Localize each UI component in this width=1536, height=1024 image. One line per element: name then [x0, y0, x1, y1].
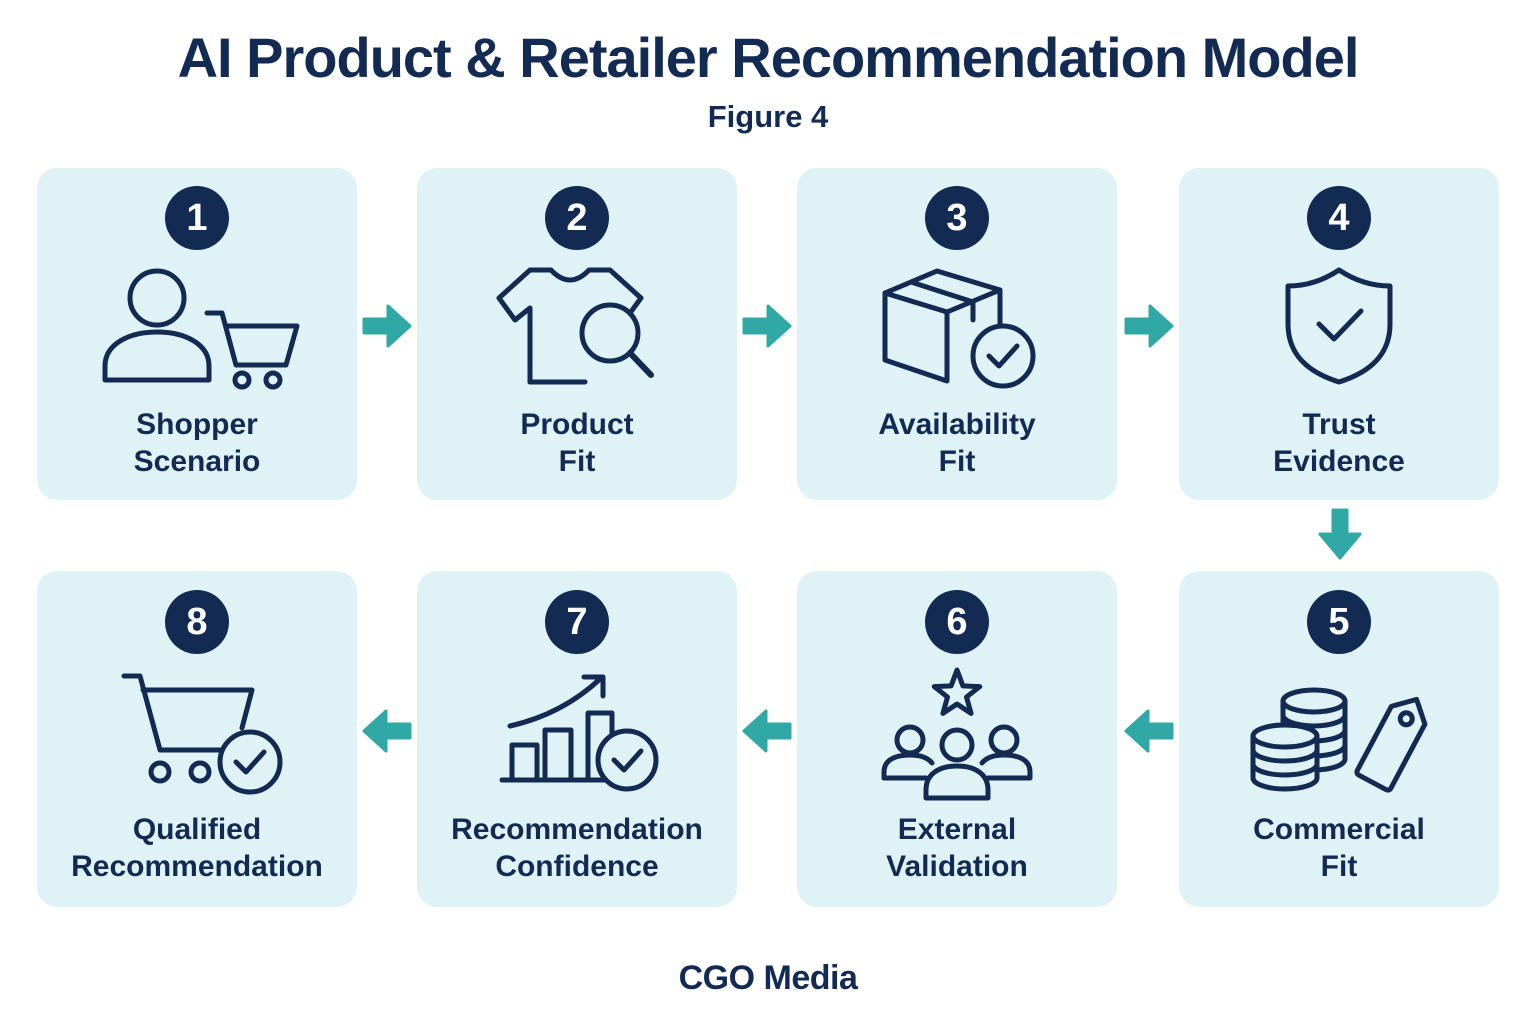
step-label-line: Commercial: [1253, 813, 1425, 846]
star-people-icon: [881, 667, 1033, 801]
step-card-4: 4 Trust Evidence: [1179, 168, 1499, 500]
bar-chart-icon: [499, 710, 615, 783]
publisher-credit: CGO Media: [678, 959, 858, 997]
step-label-line: Fit: [558, 445, 596, 478]
step-card-1: 1 Shopper Scenario: [37, 168, 357, 500]
step-label: Shopper Scenario: [37, 406, 357, 480]
arrow-left-icon: [742, 709, 792, 753]
step-label: Commercial Fit: [1179, 811, 1499, 885]
tshirt-icon: [496, 267, 644, 385]
shopping-cart-icon: [121, 673, 255, 784]
checkmark-icon: [1316, 308, 1364, 342]
coins-price-tag-icon: [1250, 687, 1428, 793]
check-circle-icon: [595, 728, 659, 792]
step-label: External Validation: [797, 811, 1117, 885]
shopping-cart-icon: [204, 310, 300, 390]
step-label-line: Evidence: [1273, 445, 1405, 478]
step-label-line: Validation: [886, 850, 1028, 883]
step-label-line: Fit: [1320, 850, 1358, 883]
step-number-badge: 6: [925, 590, 989, 654]
people-group-icon: [881, 724, 1033, 801]
arrow-left-icon: [1124, 709, 1174, 753]
check-circle-icon: [970, 323, 1036, 389]
step-card-3: 3 Availability Fit: [797, 168, 1117, 500]
step-card-5: 5 Commercial Fit: [1179, 571, 1499, 907]
step-label-line: Qualified: [132, 813, 262, 846]
shopper-cart-icon: [102, 268, 300, 390]
step-label-line: Scenario: [133, 445, 261, 478]
step-label-line: Trust: [1302, 408, 1376, 441]
step-label-line: Recommendation: [451, 813, 703, 846]
step-card-2: 2 Product Fit: [417, 168, 737, 500]
shield-icon: [1285, 267, 1393, 385]
shield-check-icon: [1285, 267, 1393, 385]
step-label-line: Fit: [938, 445, 976, 478]
step-number-badge: 2: [545, 186, 609, 250]
arrow-right-icon: [362, 304, 412, 348]
coin-stack-icon: [1250, 722, 1320, 792]
arrow-left-icon: [362, 709, 412, 753]
step-number-badge: 7: [545, 590, 609, 654]
step-card-8: 8 Qualified Recommendation: [37, 571, 357, 907]
step-label-line: Product: [520, 408, 634, 441]
step-label-line: External: [897, 813, 1017, 846]
step-card-7: 7 Recommendation Confidence: [417, 571, 737, 907]
diagram-title: AI Product & Retailer Recommendation Mod…: [177, 26, 1360, 89]
step-label: Recommendation Confidence: [417, 811, 737, 885]
cart-check-icon: [121, 673, 283, 795]
step-label: Product Fit: [417, 406, 737, 480]
step-label: Trust Evidence: [1179, 406, 1499, 480]
star-icon: [931, 667, 983, 716]
step-label-line: Confidence: [495, 850, 659, 883]
step-card-6: 6 External Validation: [797, 571, 1117, 907]
tshirt-search-icon: [496, 267, 654, 385]
person-icon: [102, 268, 212, 383]
step-label: Availability Fit: [797, 406, 1117, 480]
package-icon: [882, 268, 1003, 384]
step-number-badge: 8: [165, 590, 229, 654]
magnifier-icon: [579, 302, 654, 378]
package-check-icon: [882, 268, 1036, 389]
check-circle-icon: [217, 729, 283, 795]
arrow-right-icon: [742, 304, 792, 348]
arrow-down-icon: [1318, 508, 1362, 560]
trend-arrow-icon: [507, 674, 606, 729]
step-label-line: Availability: [878, 408, 1036, 441]
chart-growth-check-icon: [499, 674, 659, 792]
arrow-right-icon: [1124, 304, 1174, 348]
step-number-badge: 1: [165, 186, 229, 250]
step-label: Qualified Recommendation: [37, 811, 357, 885]
step-label-line: Shopper: [136, 408, 258, 441]
step-label-line: Recommendation: [71, 850, 323, 883]
step-number-badge: 4: [1307, 186, 1371, 250]
figure-label: Figure 4: [707, 99, 829, 134]
step-number-badge: 5: [1307, 590, 1371, 654]
price-tag-icon: [1354, 696, 1428, 793]
step-number-badge: 3: [925, 186, 989, 250]
